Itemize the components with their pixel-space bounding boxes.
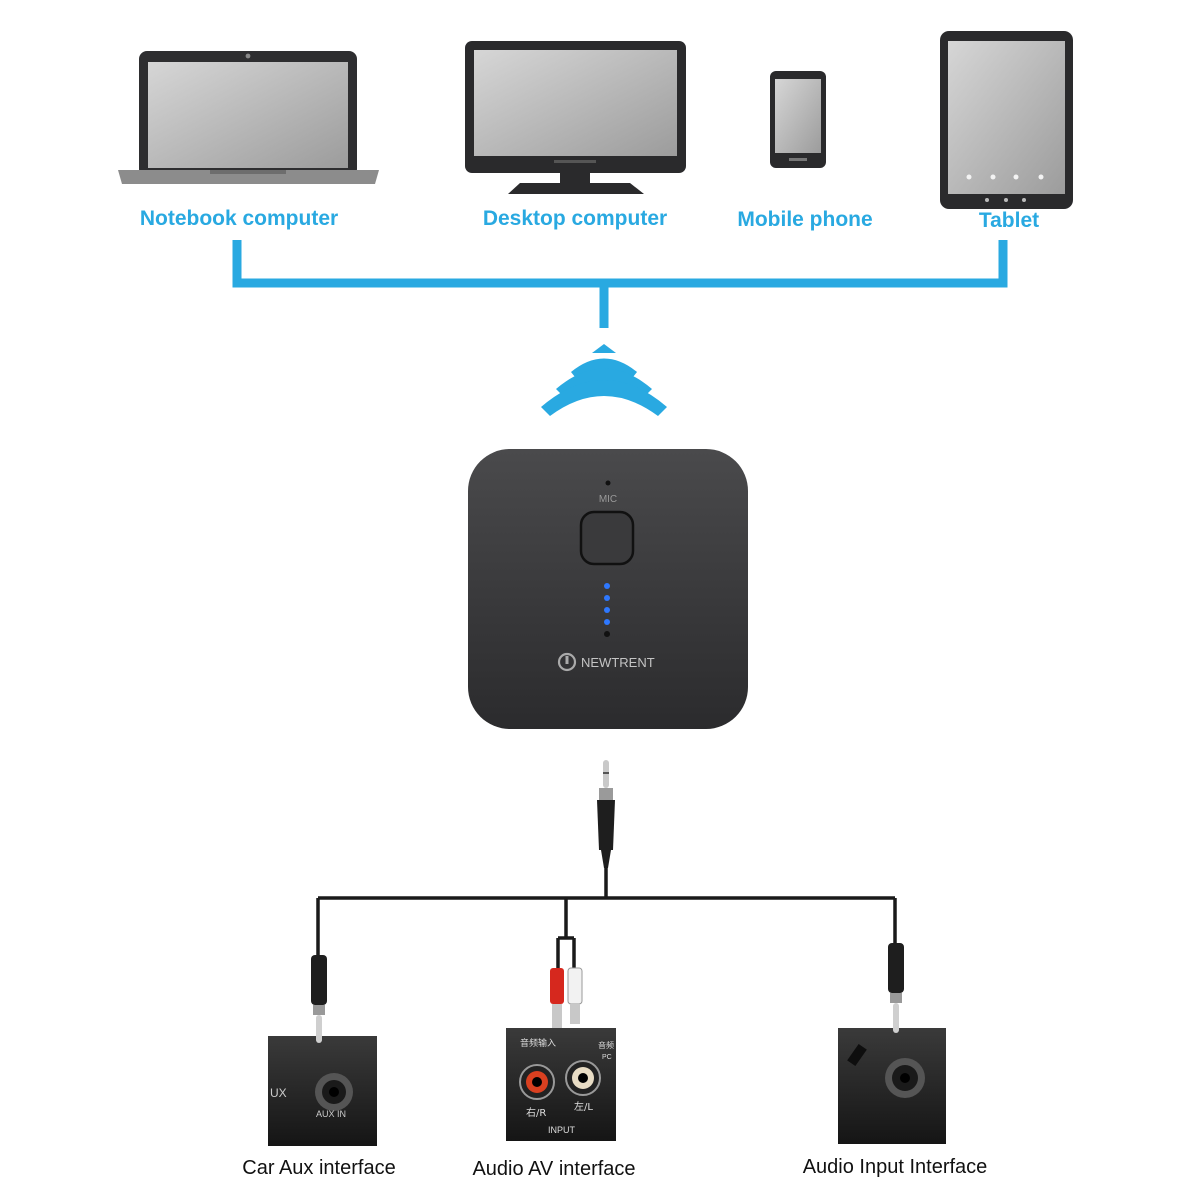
smartphone-icon (770, 71, 826, 168)
main-audio-jack (597, 760, 615, 868)
wireless-signal-icon (541, 344, 667, 416)
output-label-audio-av: Audio AV interface (472, 1158, 636, 1180)
bluetooth-receiver (468, 449, 748, 729)
led-indicator (604, 583, 610, 637)
led-dot (604, 607, 610, 613)
led-dot (604, 631, 610, 637)
rca-plug-white (567, 967, 583, 1024)
tablet-icon (940, 31, 1073, 209)
brand-logo-text: NEWTRENT (581, 655, 655, 670)
mic-label: MIC (599, 494, 617, 505)
rca-panel-text-audio: 音频 (598, 1040, 614, 1050)
car-aux-plug (311, 955, 327, 1043)
output-label-car-aux: Car Aux interface (242, 1157, 396, 1179)
rca-input-panel (506, 1028, 616, 1141)
source-label-mobile: Mobile phone (737, 208, 873, 231)
monitor-icon (465, 41, 686, 194)
mic-hole (605, 480, 611, 486)
laptop-icon (118, 51, 379, 184)
output-label-audio-input: Audio Input Interface (802, 1156, 988, 1178)
source-label-tablet: Tablet (978, 209, 1040, 232)
output-cable-tree (316, 866, 897, 975)
rca-panel-text-input: INPUT (548, 1125, 576, 1135)
rca-panel-text-right: 右/R (526, 1106, 546, 1119)
source-label-desktop: Desktop computer (482, 207, 668, 230)
source-connector-line (232, 240, 1008, 328)
led-dot (604, 619, 610, 625)
source-label-notebook: Notebook computer (139, 207, 339, 230)
multifunction-button[interactable] (579, 510, 635, 566)
rca-panel-text-pc: PC (602, 1054, 612, 1061)
audio-input-panel (838, 1028, 946, 1144)
led-dot (604, 583, 610, 589)
audio-input-plug (888, 943, 904, 1033)
car-aux-panel-text-ux: UX (270, 1086, 287, 1100)
rca-panel-text-audio-input: 音频输入 (520, 1037, 556, 1049)
led-dot (604, 595, 610, 601)
rca-plug-red (550, 968, 564, 1028)
newtrent-logo-icon (557, 652, 577, 672)
car-aux-panel-text-auxin: AUX IN (316, 1109, 346, 1119)
car-aux-panel (268, 1036, 377, 1146)
rca-panel-text-left: 左/L (574, 1100, 593, 1113)
